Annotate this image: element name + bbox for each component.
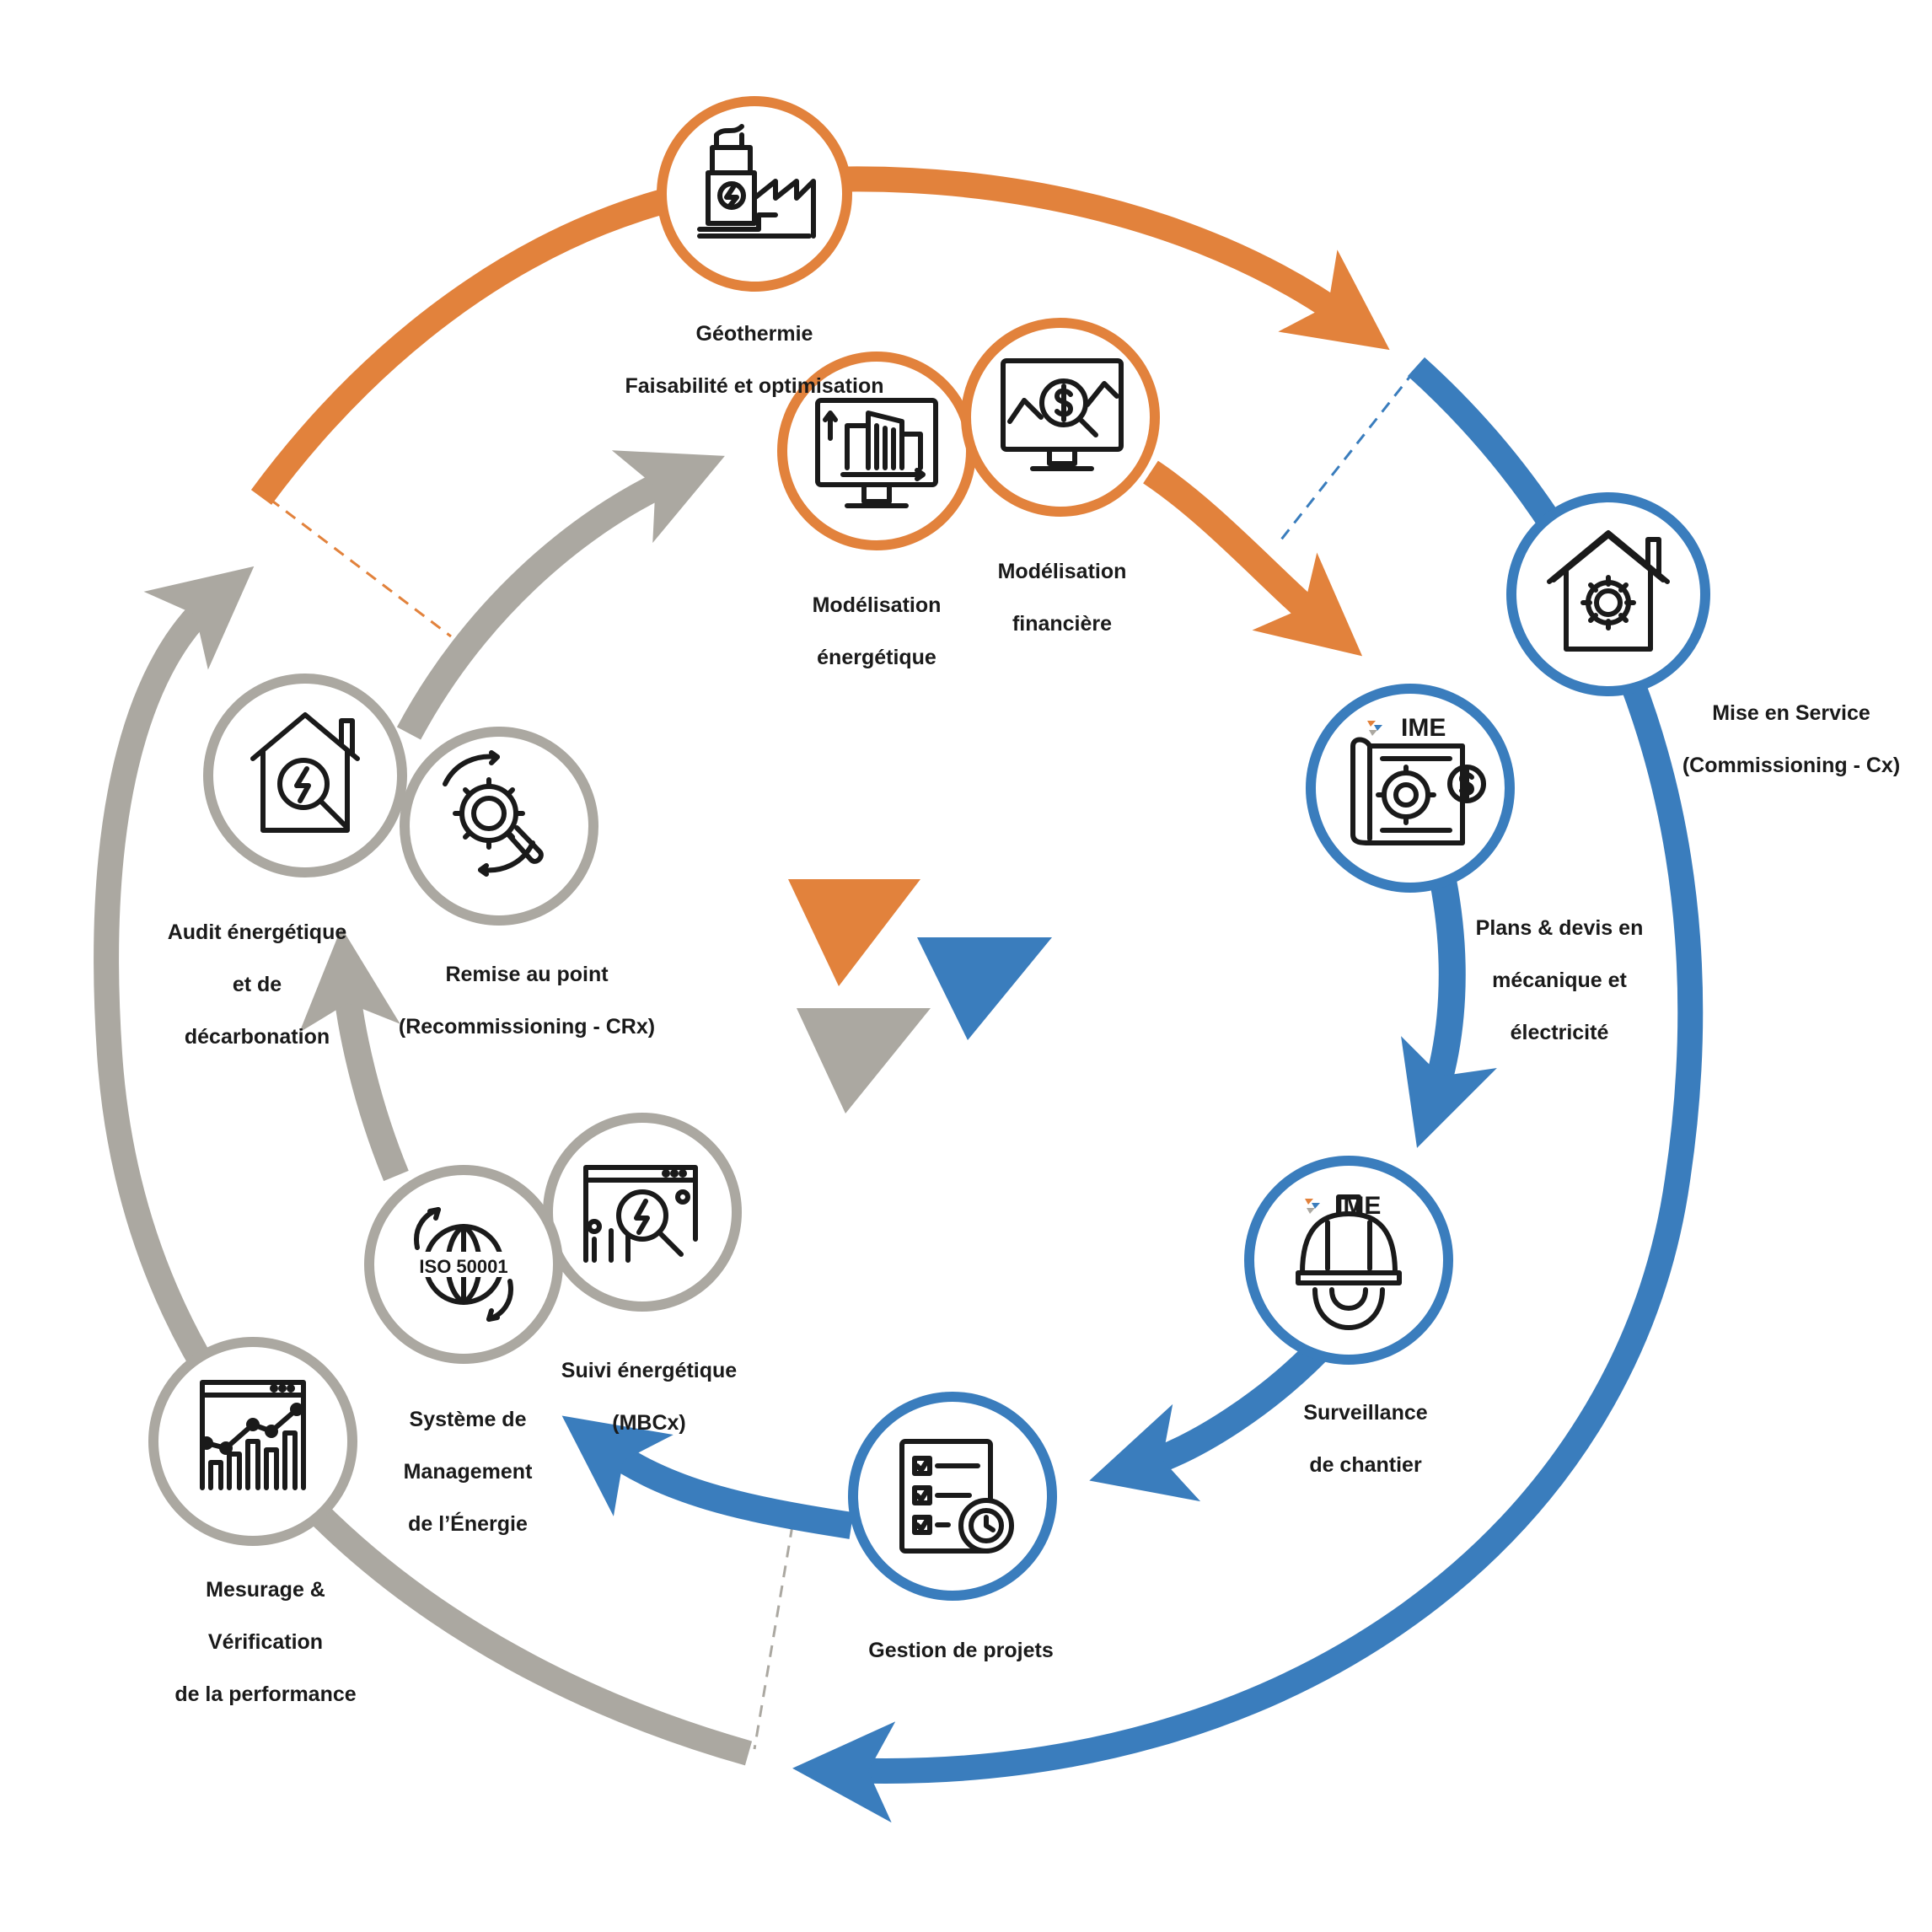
label-line: de la performance [174, 1682, 357, 1706]
label-line: Audit énergétique [167, 920, 347, 944]
label-line: Mesurage & [206, 1578, 325, 1602]
ime-badge-plans: IME [1367, 714, 1446, 742]
house-gear-icon [1547, 530, 1670, 652]
label-line: (Recommissioning - CRx) [398, 1015, 656, 1038]
label-remise: Remise au point (Recommissioning - CRx) [384, 936, 670, 1066]
label-line: de chantier [1309, 1453, 1422, 1477]
label-line: décarbonation [184, 1025, 330, 1049]
inner-blue-arrow-3 [561, 1415, 854, 1539]
blueprint-gear-dollar-icon [1350, 737, 1486, 845]
logo-gray-triangle [797, 1008, 931, 1114]
label-line: de l’Énergie [408, 1512, 528, 1536]
label-line: (MBCx) [612, 1411, 686, 1435]
label-line: Management [403, 1460, 533, 1484]
label-plans-devis: Plans & devis en mécanique et électricit… [1450, 889, 1669, 1072]
hard-hat-gear-icon [1296, 1194, 1402, 1330]
label-line: Gestion de projets [868, 1639, 1054, 1662]
geothermal-plant-icon [697, 124, 816, 239]
ime-badge-text: IME [1336, 1192, 1381, 1220]
node-modelisation-financiere [961, 318, 1160, 517]
iso-globe-icon [414, 1207, 513, 1322]
logo-blue-triangle [917, 937, 1052, 1040]
label-line: (Commissioning - Cx) [1682, 754, 1901, 777]
monitoring-dashboard-icon [583, 1165, 698, 1263]
inner-blue-arrow-1 [1401, 878, 1497, 1148]
label-line: électricité [1510, 1021, 1609, 1044]
gear-wrench-search-icon [443, 750, 544, 877]
label-line: Mise en Service [1712, 701, 1870, 725]
label-line: mécanique et [1492, 969, 1627, 992]
financial-monitor-icon [1001, 358, 1124, 471]
dashed-blue-connector [1280, 370, 1416, 540]
label-gestion: Gestion de projets [843, 1612, 1079, 1690]
label-line: et de [232, 973, 282, 996]
inner-orange-arrow [1143, 460, 1363, 657]
label-line: Géothermie [695, 322, 813, 346]
label-mesurage: Mesurage & Vérification de la performanc… [152, 1551, 379, 1734]
building-model-monitor-icon [815, 398, 938, 508]
label-line: Système de [409, 1408, 527, 1431]
label-mise-en-service: Mise en Service (Commissioning - Cx) [1665, 674, 1918, 805]
inner-blue-arrow-2 [1089, 1331, 1338, 1502]
house-energy-audit-icon [250, 712, 360, 833]
label-modelisation-financiere: Modélisation financière [969, 533, 1155, 663]
label-line: Modélisation [812, 593, 942, 617]
label-line: Vérification [207, 1630, 324, 1654]
inner-gray-arrow-2 [396, 450, 725, 740]
label-line: Surveillance [1303, 1401, 1428, 1425]
ime-badge-text: IME [1401, 714, 1446, 742]
node-mise-en-service [1506, 492, 1710, 696]
outer-gray-arc [94, 566, 753, 1766]
inner-gray-arrow-1 [299, 927, 409, 1182]
dashed-gray-connector [753, 1525, 794, 1750]
label-line: Plans & devis en [1475, 916, 1644, 940]
label-line: financière [1012, 612, 1113, 636]
label-line: énergétique [817, 646, 936, 669]
label-line: Suivi énergétique [561, 1359, 738, 1382]
logo-orange-triangle [788, 879, 920, 986]
performance-chart-icon [200, 1380, 306, 1490]
checklist-clock-gear-icon [899, 1439, 1014, 1554]
label-audit: Audit énergétique et de décarbonation [143, 894, 371, 1076]
center-logo [788, 879, 1052, 1114]
label-line: Modélisation [997, 560, 1127, 583]
dashed-orange-connector [269, 497, 452, 638]
label-line: Faisabilité et optimisation [625, 374, 884, 398]
label-surveillance: Surveillance de chantier [1273, 1374, 1458, 1505]
ime-badge-surveillance: IME [1305, 1192, 1381, 1220]
label-systeme: Système de Management de l’Énergie [379, 1381, 556, 1564]
label-modelisation-energetique: Modélisation énergétique [784, 566, 969, 697]
label-line: Remise au point [445, 963, 609, 986]
label-geothermie: Géothermie Faisabilité et optimisation [586, 295, 923, 426]
label-suivi: Suivi énergétique (MBCx) [539, 1332, 759, 1462]
iso-badge-text: ISO 50001 [419, 1256, 507, 1277]
node-surveillance [1244, 1156, 1453, 1365]
